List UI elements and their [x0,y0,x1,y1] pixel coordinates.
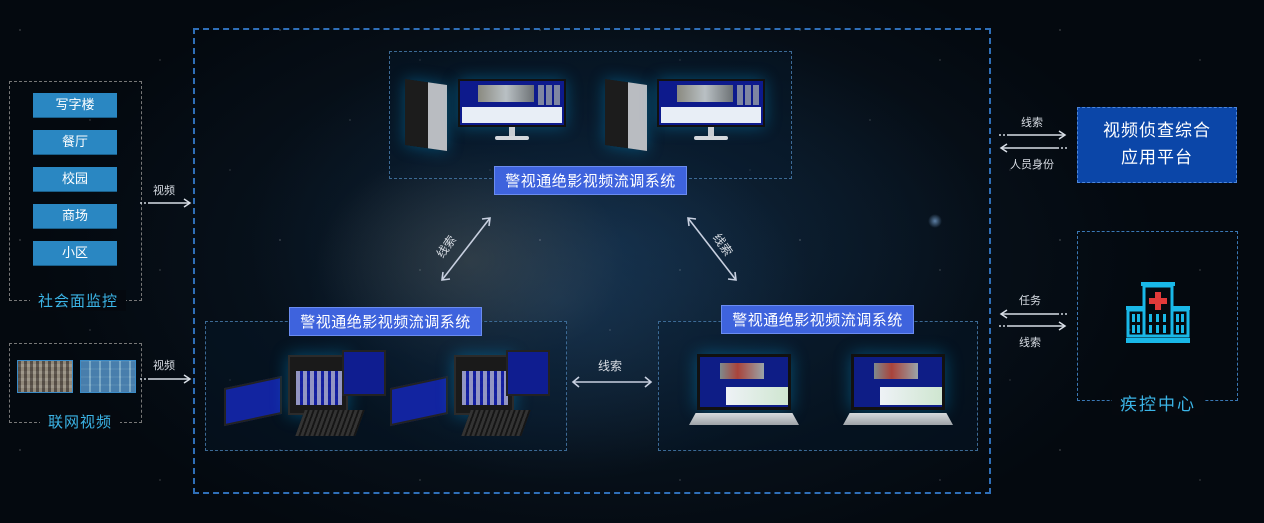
monitor-stand [708,127,714,137]
source-campus[interactable]: 校园 [33,167,117,192]
source-restaurant[interactable]: 餐厅 [33,130,117,155]
laptop-base-1 [689,413,799,425]
arrow-left-icon [999,309,1067,319]
platform-title-line1: 视频侦查综合 [1103,121,1211,141]
laptop-screen-2 [851,354,945,410]
arrow-left-icon [999,143,1067,153]
tower-pc-1 [405,79,447,151]
tower-pc-2 [605,79,647,151]
top-system-label[interactable]: 警视通绝影视频流调系统 [494,166,687,195]
source-mall[interactable]: 商场 [33,204,117,229]
glow-star [928,214,942,228]
arrow-label-video-1: 视频 [153,184,175,197]
double-arrow-diagonal-right-icon [687,217,737,281]
laptop-screen-1 [697,354,791,410]
rugged-keyboard-1 [295,410,365,436]
rugged-workstation-2 [454,355,514,415]
social-monitoring-title: 社会面监控 [30,290,127,311]
arrow-right-icon [140,198,192,208]
rugged-right-screen-1 [342,350,386,396]
bottom-left-system-label[interactable]: 警视通绝影视频流调系统 [289,307,482,336]
rugged-workstation-1 [288,355,348,415]
arrow-label-task: 任务 [1019,294,1041,307]
source-residential[interactable]: 小区 [33,241,117,266]
monitor-base [495,136,529,140]
monitor-1 [458,79,566,127]
networked-video-title: 联网视频 [40,411,121,432]
arrow-label-clue-cdc: 线索 [1019,336,1041,349]
arrow-label-identity: 人员身份 [1010,158,1054,171]
double-arrow-diagonal-left-icon [441,217,491,281]
bottom-right-system-label[interactable]: 警视通绝影视频流调系统 [721,305,914,334]
double-arrow-horizontal-icon [571,376,653,388]
networked-video-thumbnail-1[interactable] [17,360,73,393]
main-system-container [193,28,991,494]
source-office-building[interactable]: 写字楼 [33,93,117,118]
monitor-base [694,136,728,140]
rugged-keyboard-2 [461,410,531,436]
video-investigation-platform[interactable]: 视频侦查综合 应用平台 [1077,107,1237,183]
cdc-title: 疾控中心 [1112,390,1204,415]
arrow-right-icon [140,374,192,384]
link-label-bottom: 线索 [598,359,623,373]
platform-title-line2: 应用平台 [1121,148,1193,168]
monitor-stand [509,127,515,137]
arrow-right-icon [999,321,1067,331]
arrow-label-clue-out: 线索 [1021,116,1043,129]
monitor-2 [657,79,765,127]
arrow-label-video-2: 视频 [153,359,175,372]
rugged-right-screen-2 [506,350,550,396]
hospital-icon [1126,282,1190,343]
laptop-base-2 [843,413,953,425]
networked-video-thumbnail-2[interactable] [80,360,136,393]
arrow-right-icon [999,130,1067,140]
